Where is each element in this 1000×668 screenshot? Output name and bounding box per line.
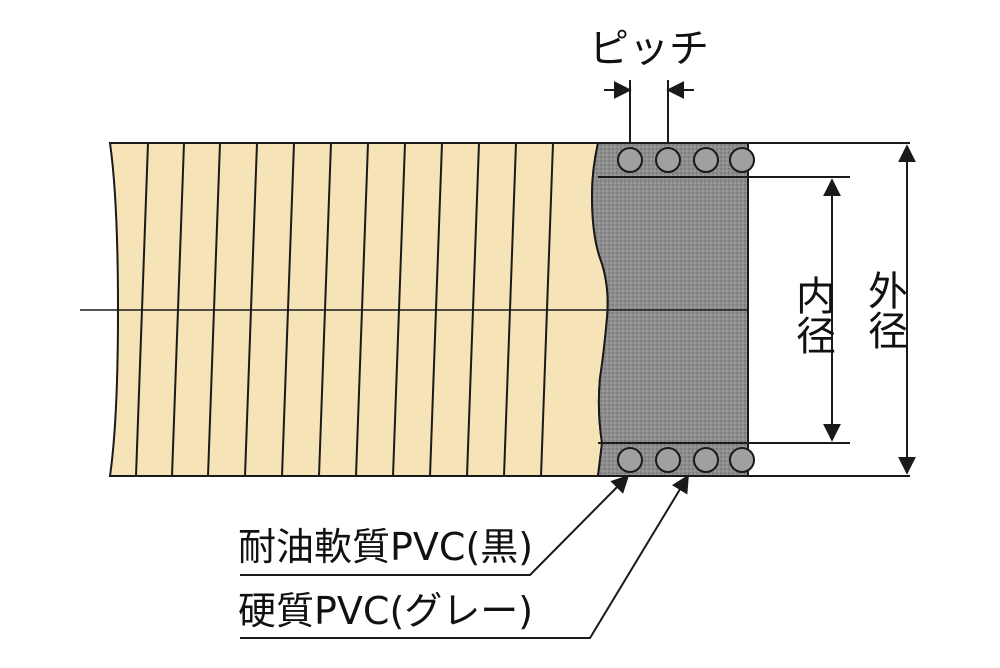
coil-ring-icon: [617, 147, 643, 173]
black-material-label: 耐油軟質PVC(黒): [238, 525, 533, 569]
pitch-dimension: [604, 80, 694, 142]
inner-diameter-label: 内径: [789, 275, 835, 355]
coil-ring-icon: [655, 147, 681, 173]
coil-ring-icon: [729, 447, 755, 473]
hose-wall-lines: [80, 142, 910, 477]
material-leaders: [240, 474, 689, 639]
coil-ring-icon: [655, 447, 681, 473]
pitch-label: ピッチ: [589, 26, 709, 72]
coil-ring-icon: [729, 147, 755, 173]
coil-rings: [617, 147, 755, 473]
outer-diameter-label: 外径: [861, 270, 907, 350]
coil-ring-icon: [693, 147, 719, 173]
grey-material-label: 硬質PVC(グレー): [238, 589, 533, 633]
coil-ring-icon: [693, 447, 719, 473]
coil-ring-icon: [617, 447, 643, 473]
